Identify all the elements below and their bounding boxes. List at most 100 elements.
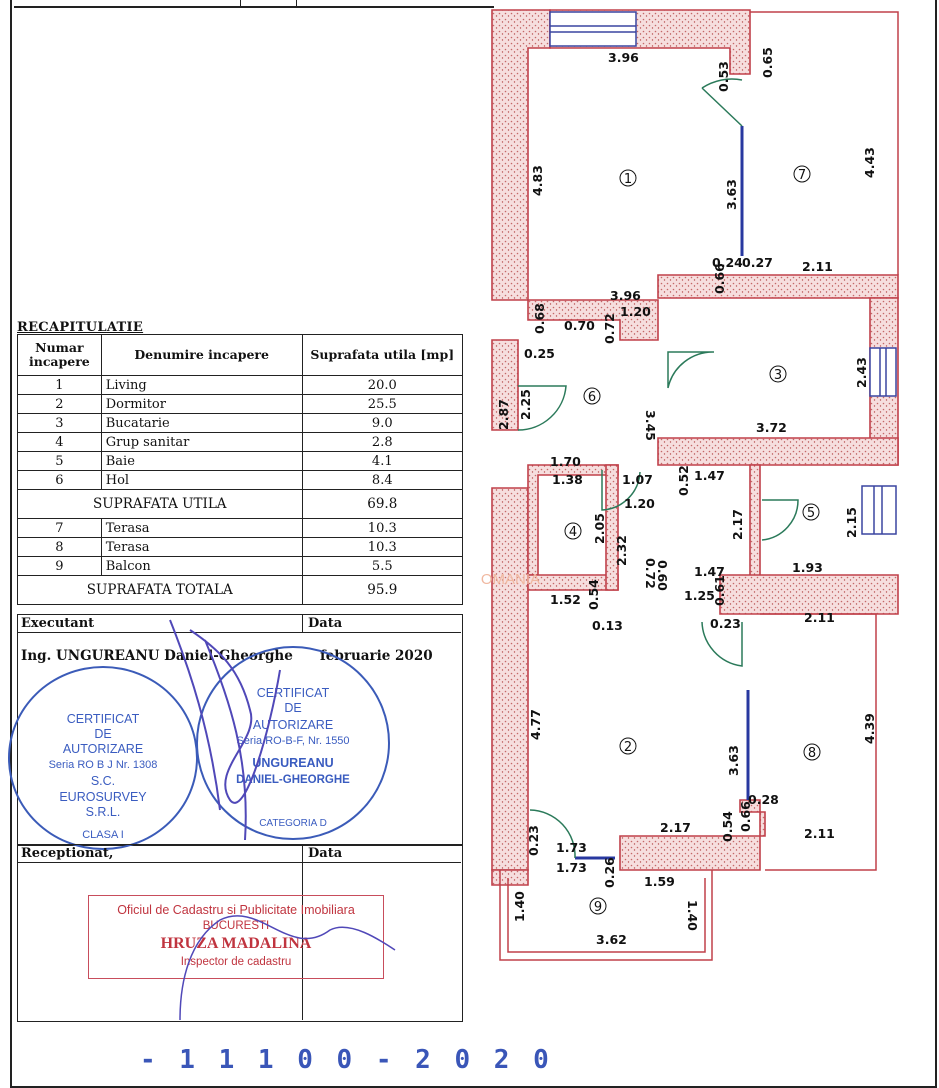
dim-label: 1.40 [685,900,700,931]
wall-left-lower [491,487,529,871]
door-swing-bedroom [701,621,743,667]
wall-mid-horizontal [657,274,899,299]
room-1-circle [619,169,637,187]
dim-label: 0.23 [526,825,541,856]
header-nr: Numar incapere [17,334,102,376]
dim-label: 2.87 [496,399,511,430]
room-7-circle [793,165,811,183]
dim-label: 0.66 [712,263,727,294]
dim-label: 1.93 [792,560,823,575]
dim-label: 3.45 [643,410,658,441]
receptionat-label: Receptionat, [21,846,114,861]
terrace-7-outline [750,11,899,275]
room-3-label: 3 [774,368,782,383]
registration-date-stamp: - 1 1 1 0 0 - 2 0 2 0 [140,1045,553,1075]
watermark: ROMANIA [480,571,540,588]
room-2-circle [619,737,637,755]
header-area: Suprafata utila [mp] [301,334,464,376]
room-8-label: 8 [808,746,816,761]
dim-label: 0.65 [760,47,775,78]
room-9-label: 9 [594,900,602,915]
room-2-label: 2 [624,740,632,755]
room-5-circle [802,503,820,521]
balcony-outline [499,870,713,961]
wall-bath-bottom [719,574,899,615]
dim-label: 0.13 [592,618,623,633]
floor-plan: 1 7 3 6 4 5 2 8 9 3.96 0.53 0.65 4.83 3.… [480,9,899,961]
dim-label: 2.11 [802,259,833,274]
room-1-label: 1 [624,172,632,187]
balcony-inner [507,878,706,953]
dim-label: 0.54 [586,579,601,610]
room-5-label: 5 [807,506,815,521]
room-4-label: 4 [569,525,577,540]
dim-label: 0.54 [720,811,735,842]
dim-label: 4.39 [862,713,877,744]
dim-label: 4.43 [862,147,877,178]
terrace-8-outline [760,613,877,871]
receptionat-header-line [17,844,461,863]
dim-label: 1.73 [556,840,587,855]
dim-label: 0.53 [716,61,731,92]
door-swing-kitchen [667,351,715,389]
receiver-signature [179,915,396,1021]
dim-label: 2.25 [518,389,533,420]
receptionat-box [17,844,463,1022]
dim-label: 1.47 [694,564,725,579]
executant-date: februarie 2020 [320,648,433,664]
header-name: Denumire incapere [100,334,303,376]
window-living [549,11,637,47]
dim-label: 3.62 [596,932,627,947]
dim-label: 0.72 [602,313,617,344]
recap-title: RECAPITULATIE [17,320,144,335]
dim-label: 1.07 [622,472,653,487]
wall-bath-left [749,464,761,581]
dim-label: 1.73 [556,860,587,875]
dim-label: 1.47 [694,468,725,483]
dim-label: 0.25 [524,346,555,361]
dim-label: 0.23 [710,616,741,631]
dim-label: 2.05 [592,513,607,544]
room-4-circle [564,522,582,540]
dim-label: 2.11 [804,610,835,625]
dim-label: 4.77 [528,709,543,740]
dim-label: 1.20 [620,304,651,319]
room-3-circle [769,365,787,383]
room-9-circle [589,897,607,915]
dim-label: 0.70 [564,318,595,333]
door-swing-wc [601,470,641,511]
wall-living-bottom [527,299,659,341]
dim-label: 3.72 [756,420,787,435]
dim-label: 1.52 [550,592,581,607]
wall-wc-right [605,464,619,591]
dim-label: 2.17 [730,509,745,540]
dim-label: 3.63 [724,179,739,210]
room-7-label: 7 [798,168,806,183]
executant-label: Executant [21,616,95,631]
dim-label: 2.15 [844,507,859,538]
dim-label: 0.68 [532,303,547,334]
room-8-circle [803,743,821,761]
previous-table-bottom [14,0,494,8]
wall-bedroom-bottom [619,799,766,871]
dim-label: 2.11 [804,826,835,841]
dim-label: 0.26 [602,857,617,888]
wall-wc-bottom [527,574,619,591]
room-6-circle [583,387,601,405]
door-swing-bath [761,499,799,541]
receptionat-divider [302,844,303,1020]
dim-label: 3.63 [726,745,741,776]
dim-label: 2.32 [614,535,629,566]
dim-label: 4.83 [530,165,545,196]
dim-label: 0.24 [712,255,743,270]
